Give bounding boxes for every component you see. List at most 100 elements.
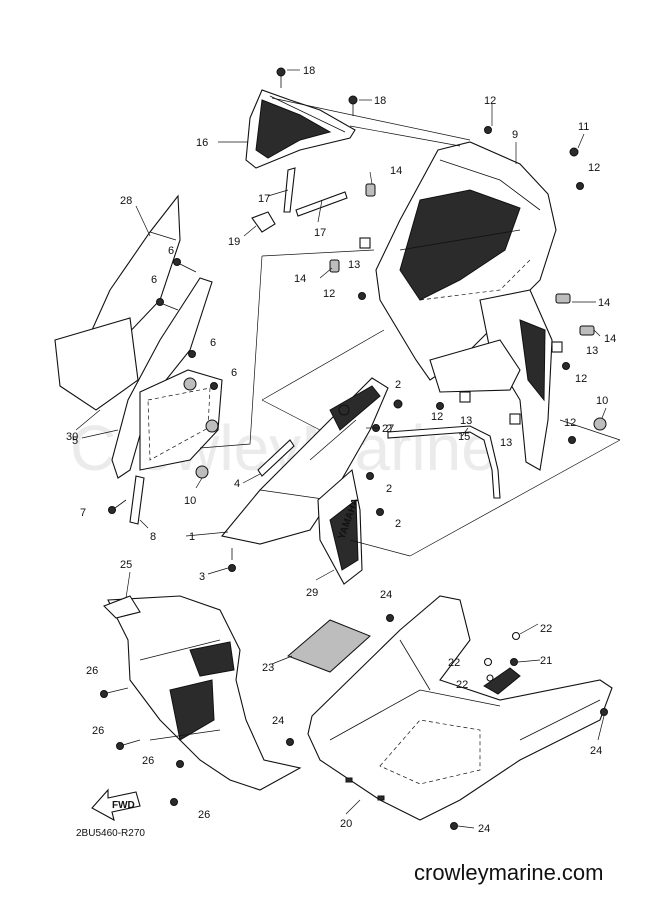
screw-26-a — [100, 687, 129, 698]
part-25-lower-side-panel — [103, 595, 302, 791]
callout-15: 15 — [458, 431, 470, 443]
callout-12: 12 — [484, 95, 496, 107]
callout-26: 26 — [86, 665, 98, 677]
callout-17: 17 — [314, 227, 326, 239]
screw-2-a — [393, 399, 403, 409]
screw-12-a — [484, 126, 492, 134]
callout-29: 29 — [306, 587, 318, 599]
callout-13: 13 — [460, 415, 472, 427]
callout-22: 22 — [448, 657, 460, 669]
screw-18-b — [348, 95, 358, 116]
screw-26-d — [170, 798, 178, 806]
screw-12-f — [568, 436, 576, 444]
callout-26: 26 — [198, 809, 210, 821]
callout-13: 13 — [500, 437, 512, 449]
callout-13: 13 — [586, 345, 598, 357]
callout-2: 2 — [395, 379, 401, 391]
washer-22-b — [483, 657, 493, 667]
callout-10: 10 — [596, 395, 608, 407]
callout-6: 6 — [210, 337, 216, 349]
callout-9: 9 — [512, 129, 518, 141]
callout-24: 24 — [590, 745, 602, 757]
callout-23: 23 — [262, 662, 274, 674]
assembly-guides — [199, 97, 621, 557]
screw-6-d — [210, 382, 218, 390]
callout-26: 26 — [142, 755, 154, 767]
callout-14: 14 — [604, 333, 616, 345]
callout-leaders — [75, 69, 607, 829]
screw-26-b — [116, 739, 141, 750]
clip-13-c — [459, 391, 471, 403]
fwd-label: FWD — [112, 800, 135, 811]
screw-12-b — [576, 182, 584, 190]
callout-26: 26 — [92, 725, 104, 737]
screw-2-c — [366, 472, 374, 480]
callout-14: 14 — [294, 273, 306, 285]
callout-19: 19 — [228, 236, 240, 248]
callout-24: 24 — [380, 589, 392, 601]
part-1-upper-fairing — [220, 377, 389, 545]
nut-21 — [510, 658, 518, 666]
callout-2: 2 — [386, 423, 392, 435]
callout-6: 6 — [168, 245, 174, 257]
screw-24-d — [450, 822, 458, 830]
screw-24-b — [286, 738, 294, 746]
callout-13: 13 — [348, 259, 360, 271]
part-inner-panel-left — [139, 369, 223, 471]
washer-22-a — [511, 631, 521, 641]
callout-12: 12 — [564, 417, 576, 429]
part-20-floor-liner — [307, 595, 613, 821]
grommet-14-b — [329, 259, 340, 273]
callout-3: 3 — [199, 571, 205, 583]
part-28-windshield — [91, 194, 181, 341]
callout-8: 8 — [150, 531, 156, 543]
grommet-14-d — [579, 325, 595, 336]
screw-12-d — [562, 362, 570, 370]
callout-7: 7 — [80, 507, 86, 519]
screw-3 — [228, 548, 236, 572]
callout-12: 12 — [588, 162, 600, 174]
callout-18: 18 — [374, 95, 386, 107]
screw-6-a — [173, 258, 197, 273]
part-19-clip — [251, 211, 276, 233]
screw-24-a — [386, 614, 394, 622]
part-21-bracket — [483, 667, 521, 695]
part-23-pad — [287, 619, 371, 673]
screw-6-b — [156, 298, 179, 311]
grommet-10-right — [593, 417, 607, 431]
part-16-front-cover — [245, 89, 356, 169]
callout-12: 12 — [575, 373, 587, 385]
part-8-strip — [129, 475, 145, 525]
grommet-14-c — [555, 293, 571, 304]
callout-10: 10 — [184, 495, 196, 507]
callout-12: 12 — [431, 411, 443, 423]
part-29-side-panel: YAMAHA — [317, 468, 363, 585]
website-link[interactable]: crowleymarine.com — [414, 860, 604, 885]
screw-12-c — [358, 292, 366, 300]
callout-27: 27 — [382, 423, 394, 435]
callout-25: 25 — [120, 559, 132, 571]
callout-24: 24 — [272, 715, 284, 727]
figure-code: 2BU5460-R270 — [76, 828, 145, 839]
callout-4: 4 — [234, 478, 240, 490]
screw-11 — [569, 147, 579, 157]
callout-16: 16 — [196, 137, 208, 149]
callout-21: 21 — [540, 655, 552, 667]
callout-2: 2 — [395, 518, 401, 530]
clip-13-b — [551, 341, 563, 353]
part-15-hose — [387, 425, 501, 499]
part-9-inner-panel — [375, 141, 557, 381]
washer-22-c — [486, 674, 494, 682]
screw-18-a — [276, 67, 286, 88]
callout-22: 22 — [540, 623, 552, 635]
part-17-strip-a — [283, 167, 296, 213]
callout-2: 2 — [386, 483, 392, 495]
screw-6-c — [188, 350, 196, 358]
callout-6: 6 — [151, 274, 157, 286]
grommet-14-a — [365, 183, 376, 197]
callout-14: 14 — [390, 165, 402, 177]
screw-24-c — [600, 708, 608, 716]
callout-12: 12 — [323, 288, 335, 300]
screw-27 — [338, 404, 350, 416]
callout-20: 20 — [340, 818, 352, 830]
